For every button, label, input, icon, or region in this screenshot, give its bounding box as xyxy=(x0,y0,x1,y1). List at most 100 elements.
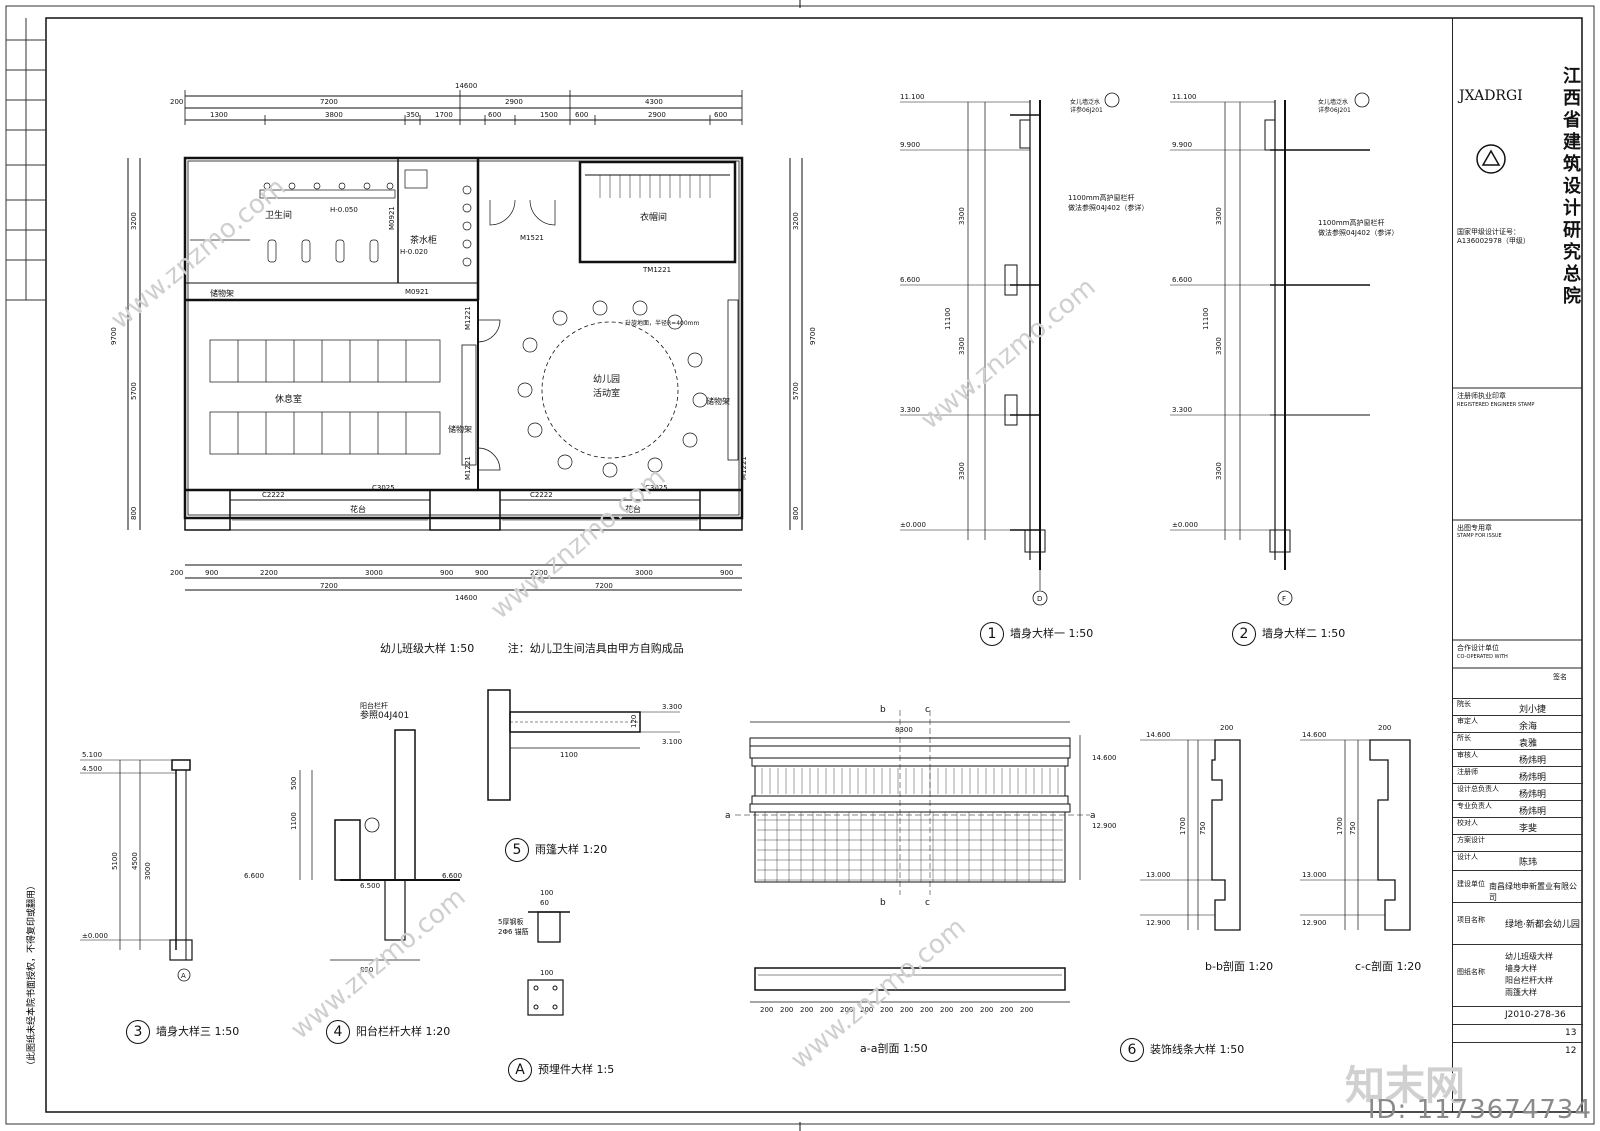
svg-text:120: 120 xyxy=(630,715,638,728)
title-block: JXADRGI 江西省建筑设计研究总院 国家甲级设计证号：A136002978（… xyxy=(1452,18,1583,1112)
svg-text:5.100: 5.100 xyxy=(82,751,102,759)
svg-text:3300: 3300 xyxy=(958,207,966,225)
firm-name: 江西省建筑设计研究总院 xyxy=(1560,66,1581,308)
room-toilet: 卫生间 xyxy=(265,209,292,221)
svg-text:11.100: 11.100 xyxy=(1172,93,1197,101)
svg-text:M1221: M1221 xyxy=(740,456,748,480)
svg-text:7200: 7200 xyxy=(595,582,613,590)
svg-text:200: 200 xyxy=(820,1006,833,1014)
svg-text:9700: 9700 xyxy=(809,327,817,345)
svg-text:5厚钢板: 5厚钢板 xyxy=(498,917,523,926)
section-bb-text: 14.600 13.000 12.900 200 1700 750 xyxy=(1146,724,1233,927)
svg-text:6.600: 6.600 xyxy=(244,872,264,880)
section-aa-title: a-a剖面 1:50 xyxy=(860,1042,928,1055)
svg-text:2200: 2200 xyxy=(530,569,548,577)
plan-dimensions: 14600 7200 2900 4300 1300 3800 350 1700 … xyxy=(110,82,817,602)
svg-text:3000: 3000 xyxy=(144,862,152,880)
svg-text:3200: 3200 xyxy=(130,212,138,230)
svg-text:3300: 3300 xyxy=(1215,462,1223,480)
svg-text:M1221: M1221 xyxy=(464,456,472,480)
svg-text:900: 900 xyxy=(720,569,733,577)
svg-text:200: 200 xyxy=(860,1006,873,1014)
svg-text:3800: 3800 xyxy=(325,111,343,119)
svg-text:3300: 3300 xyxy=(958,337,966,355)
svg-text:200: 200 xyxy=(760,1006,773,1014)
role-row: 校对人李斐 xyxy=(1453,817,1583,835)
svg-text:13.000: 13.000 xyxy=(1302,871,1327,879)
svg-text:60: 60 xyxy=(540,899,549,907)
wall-section-2-text: 11.100 9.900 6.600 3.300 ±0.000 3300 330… xyxy=(1172,93,1398,603)
svg-text:900: 900 xyxy=(475,569,488,577)
svg-text:a: a xyxy=(725,811,731,821)
svg-text:花台: 花台 xyxy=(625,504,641,514)
svg-text:3200: 3200 xyxy=(792,212,800,230)
svg-text:600: 600 xyxy=(714,111,727,119)
decorative-band xyxy=(735,710,1090,1003)
canopy-detail-text: 3.300 3.100 1100 120 xyxy=(560,703,682,759)
svg-text:2Φ6 锚筋: 2Φ6 锚筋 xyxy=(498,927,529,936)
svg-text:3000: 3000 xyxy=(635,569,653,577)
svg-text:TM1221: TM1221 xyxy=(642,266,671,274)
watermark-logo: 知末网 xyxy=(1345,1063,1465,1109)
svg-text:1100mm高护窗栏杆: 1100mm高护窗栏杆 xyxy=(1318,218,1384,227)
svg-text:14.600: 14.600 xyxy=(1092,754,1117,762)
role-row: 方案设计 xyxy=(1453,834,1583,852)
svg-text:5700: 5700 xyxy=(130,382,138,400)
svg-text:升旋地面，半径R=400mm: 升旋地面，半径R=400mm xyxy=(625,319,699,327)
svg-text:11100: 11100 xyxy=(944,308,952,330)
svg-text:200: 200 xyxy=(170,569,183,577)
svg-text:c: c xyxy=(925,898,930,908)
svg-text:储物架: 储物架 xyxy=(210,288,234,298)
svg-text:2200: 2200 xyxy=(260,569,278,577)
svg-text:11.100: 11.100 xyxy=(900,93,925,101)
svg-text:3.300: 3.300 xyxy=(662,703,682,711)
role-row: 所长袁雅 xyxy=(1453,732,1583,750)
svg-text:800: 800 xyxy=(130,507,138,520)
svg-text:600: 600 xyxy=(575,111,588,119)
drawing-no-row: J2010-278-36 xyxy=(1453,1006,1583,1024)
svg-text:H-0.020: H-0.020 xyxy=(400,248,428,256)
svg-text:800: 800 xyxy=(792,507,800,520)
svg-text:600: 600 xyxy=(488,111,501,119)
role-row: 审定人余海 xyxy=(1453,715,1583,733)
svg-text:M1521: M1521 xyxy=(520,234,544,242)
svg-text:6.600: 6.600 xyxy=(442,872,462,880)
role-row: 设计总负责人杨炜明 xyxy=(1453,783,1583,801)
embed-detail-text: 100 60 100 5厚钢板 2Φ6 锚筋 xyxy=(498,889,553,977)
svg-text:5100: 5100 xyxy=(111,852,119,870)
plan-note: 注：幼儿卫生间洁具由甲方自购成品 xyxy=(507,642,684,655)
svg-text:C2222: C2222 xyxy=(530,491,553,499)
svg-text:储物架: 储物架 xyxy=(448,424,472,434)
svg-text:900: 900 xyxy=(440,569,453,577)
svg-text:www.znzmo.com: www.znzmo.com xyxy=(485,462,671,625)
svg-text:A: A xyxy=(181,972,186,980)
svg-text:12.900: 12.900 xyxy=(1302,919,1327,927)
svg-text:±0.000: ±0.000 xyxy=(900,521,926,529)
section-bb xyxy=(1140,739,1241,931)
section-cc xyxy=(1300,739,1411,931)
role-row: 注册师杨炜明 xyxy=(1453,766,1583,784)
svg-text:200: 200 xyxy=(840,1006,853,1014)
svg-text:6.500: 6.500 xyxy=(360,882,380,890)
decorative-band-text: 8300 14.600 12.900 a a b b c c 200 200 2… xyxy=(725,705,1117,1014)
svg-text:7200: 7200 xyxy=(320,98,338,106)
svg-text:1300: 1300 xyxy=(210,111,228,119)
svg-text:D: D xyxy=(1037,595,1042,603)
svg-text:200: 200 xyxy=(1000,1006,1013,1014)
svg-text:M0921: M0921 xyxy=(388,206,396,230)
svg-text:b: b xyxy=(880,898,886,908)
svg-text:100: 100 xyxy=(540,969,553,977)
plan-door-labels: H-0.050 H-0.020 M1521 M0921 M0921 TM1221… xyxy=(262,206,748,499)
svg-text:阳台栏杆: 阳台栏杆 xyxy=(360,701,388,710)
svg-text:3.100: 3.100 xyxy=(662,738,682,746)
svg-text:7200: 7200 xyxy=(320,582,338,590)
svg-text:350: 350 xyxy=(406,111,419,119)
role-row: 设计人陈玮 xyxy=(1453,851,1583,869)
svg-text:1100: 1100 xyxy=(290,812,298,830)
svg-text:3300: 3300 xyxy=(1215,337,1223,355)
